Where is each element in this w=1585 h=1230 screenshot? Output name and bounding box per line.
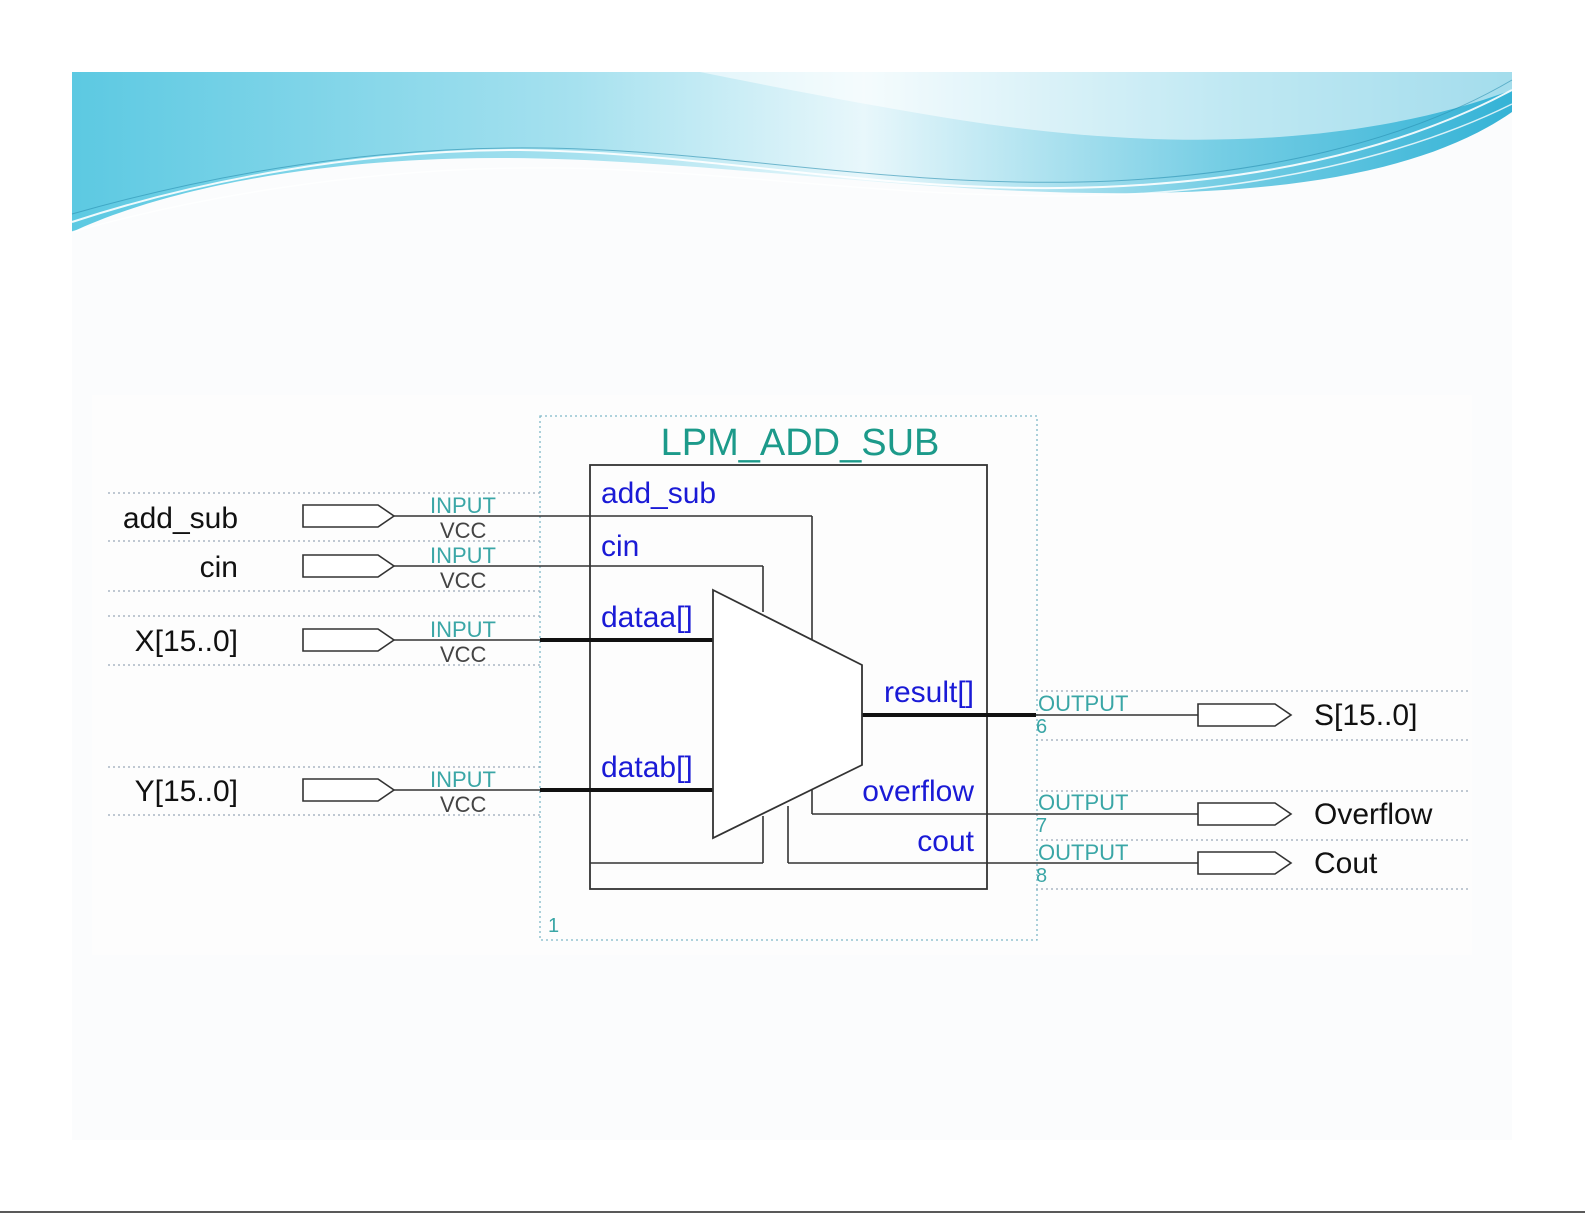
input-default: VCC <box>440 518 487 543</box>
output-name: S[15..0] <box>1314 699 1417 732</box>
input-name: X[15..0] <box>135 625 238 658</box>
input-type: INPUT <box>430 617 496 642</box>
input-pin-shape <box>303 505 394 527</box>
input-name: add_sub <box>123 502 238 535</box>
port-overflow: overflow <box>862 775 974 808</box>
output-type: OUTPUT <box>1038 790 1128 815</box>
port-dataa: dataa[] <box>601 601 693 634</box>
output-type: OUTPUT <box>1038 840 1128 865</box>
output-name: Overflow <box>1314 798 1433 831</box>
input-default: VCC <box>440 792 487 817</box>
output-pin-shape <box>1198 704 1291 726</box>
input-name: cin <box>200 551 238 584</box>
input-type: INPUT <box>430 767 496 792</box>
input-name: Y[15..0] <box>135 775 238 808</box>
port-datab: datab[] <box>601 751 693 784</box>
output-pin-shape <box>1198 803 1291 825</box>
output-name: Cout <box>1314 847 1378 880</box>
port-cout: cout <box>917 825 974 858</box>
instance-number: 1 <box>548 915 559 937</box>
output-pin-number: 7 <box>1036 815 1047 837</box>
input-type: INPUT <box>430 493 496 518</box>
output-pin-shape <box>1198 852 1291 874</box>
port-cin: cin <box>601 530 639 563</box>
input-pin-shape <box>303 629 394 651</box>
block-title: LPM_ADD_SUB <box>661 422 940 464</box>
port-add-sub: add_sub <box>601 477 716 510</box>
input-default: VCC <box>440 568 487 593</box>
input-type: INPUT <box>430 543 496 568</box>
input-pin-shape <box>303 779 394 801</box>
input-pin-shape <box>303 555 394 577</box>
input-default: VCC <box>440 642 487 667</box>
port-result: result[] <box>884 676 974 709</box>
output-pin-number: 8 <box>1036 865 1047 887</box>
output-type: OUTPUT <box>1038 691 1128 716</box>
output-pin-number: 6 <box>1036 716 1047 738</box>
